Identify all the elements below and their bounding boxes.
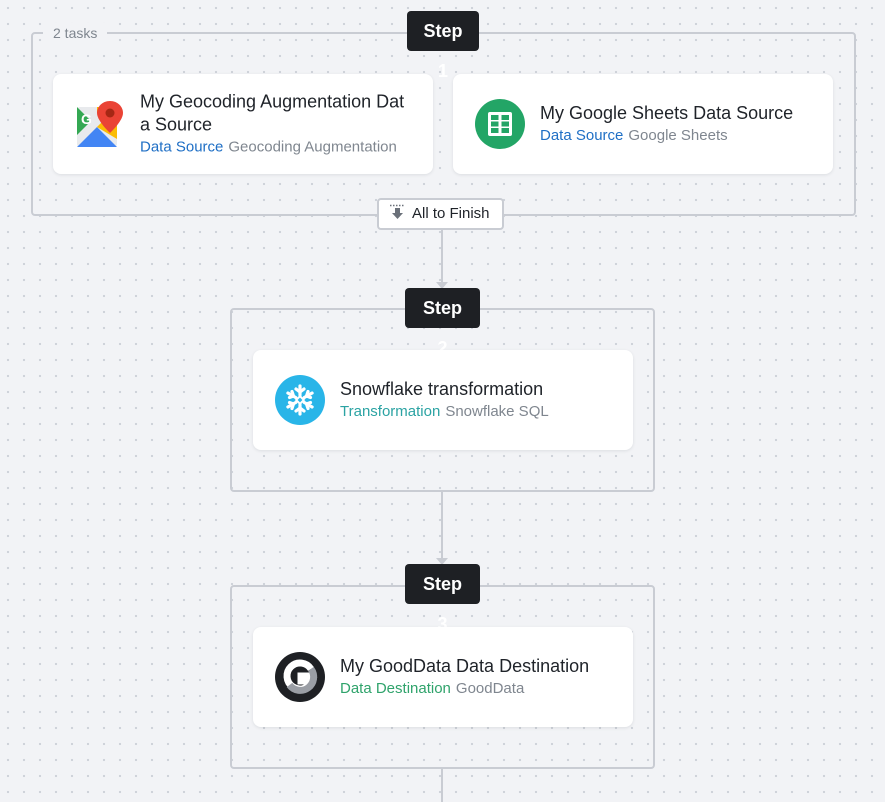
task-title: Snowflake transformation — [340, 379, 544, 399]
connector-line — [441, 230, 443, 282]
snowflake-icon — [275, 375, 325, 425]
task-component: Snowflake SQL — [445, 403, 549, 420]
arrow-down-icon — [390, 204, 405, 219]
task-type: Data Source — [540, 127, 624, 144]
finish-condition-label: All to Finish — [412, 205, 490, 222]
task-component: Geocoding Augmentation — [228, 138, 397, 156]
step-3-badge[interactable]: Step 3 — [405, 564, 480, 634]
task-title: My GoodData Data Destination — [340, 656, 590, 676]
task-type: Data Destination — [340, 680, 451, 697]
connector-line — [441, 492, 443, 558]
google-sheets-icon — [475, 99, 525, 149]
finish-condition-button[interactable]: All to Finish — [377, 198, 504, 230]
step-2-badge[interactable]: Step 2 — [405, 288, 480, 358]
tasks-count-label: 2 tasks — [43, 23, 108, 43]
task-title: My Geocoding Augmentation Data Source — [140, 91, 405, 135]
svg-text:G: G — [81, 111, 92, 127]
google-maps-icon: G — [77, 101, 123, 147]
task-card-gooddata[interactable]: My GoodData Data Destination Data Destin… — [253, 627, 633, 727]
task-type: Transformation — [340, 403, 441, 420]
task-component: Google Sheets — [628, 127, 728, 144]
task-title: My Google Sheets Data Source — [540, 103, 794, 123]
connector-arrow — [436, 558, 448, 565]
task-component: GoodData — [455, 680, 525, 697]
connector-line — [441, 769, 443, 802]
step-1-badge[interactable]: Step 1 — [407, 11, 479, 81]
task-card-google-sheets[interactable]: My Google Sheets Data Source Data Source… — [453, 74, 833, 174]
connector-arrow — [436, 282, 448, 289]
task-card-geocoding[interactable]: G My Geocoding Augmentation Data Source … — [53, 74, 433, 174]
task-type: Data Source — [140, 138, 224, 156]
gooddata-icon — [275, 652, 325, 702]
